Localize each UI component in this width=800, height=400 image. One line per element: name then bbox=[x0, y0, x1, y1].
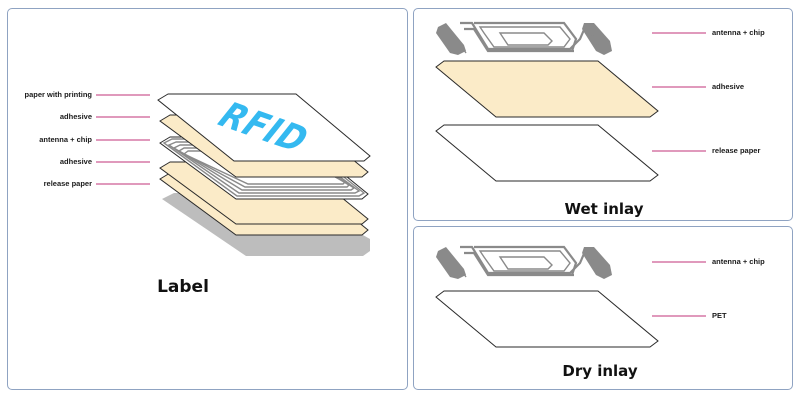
dry-antenna-chip bbox=[436, 245, 612, 279]
dry-label-antenna-chip: antenna + chip bbox=[712, 257, 765, 266]
layer-label-paper-printing: paper with printing bbox=[25, 90, 93, 99]
antenna-pad-left bbox=[436, 247, 466, 279]
wet-layer-adhesive bbox=[435, 60, 659, 118]
printed-card bbox=[157, 93, 371, 162]
dry-panel-title: Dry inlay bbox=[562, 362, 637, 380]
wet-label-antenna-chip: antenna + chip bbox=[712, 28, 765, 37]
wet-label-adhesive: adhesive bbox=[712, 82, 744, 91]
label-panel: RFID paper with printing adhesive antenn… bbox=[7, 8, 408, 390]
layer-label-antenna-chip: antenna + chip bbox=[39, 135, 92, 144]
wet-inlay-diagram: antenna + chip adhesive release paper We… bbox=[435, 21, 765, 218]
antenna-pad-left bbox=[436, 23, 466, 55]
label-diagram: RFID paper with printing adhesive antenn… bbox=[25, 90, 371, 297]
dry-inlay-panel: antenna + chip PET Dry inlay bbox=[413, 226, 793, 390]
layer-label-adhesive: adhesive bbox=[60, 112, 92, 121]
antenna-pad-right bbox=[582, 247, 612, 279]
antenna-pad-right bbox=[582, 23, 612, 55]
dry-label-pet: PET bbox=[712, 311, 727, 320]
layer-paper-printing: RFID bbox=[157, 93, 371, 162]
wet-antenna-chip bbox=[436, 21, 612, 55]
wet-label-release-paper: release paper bbox=[712, 146, 760, 155]
dry-inlay-diagram: antenna + chip PET Dry inlay bbox=[435, 245, 765, 380]
layer-label-release-paper: release paper bbox=[44, 179, 92, 188]
dry-layer-pet bbox=[435, 290, 659, 348]
layer-label-adhesive: adhesive bbox=[60, 157, 92, 166]
wet-panel-title: Wet inlay bbox=[565, 200, 644, 218]
wet-layer-release-paper bbox=[435, 124, 659, 182]
wet-inlay-panel: antenna + chip adhesive release paper We… bbox=[413, 8, 793, 221]
label-panel-title: Label bbox=[157, 277, 209, 297]
